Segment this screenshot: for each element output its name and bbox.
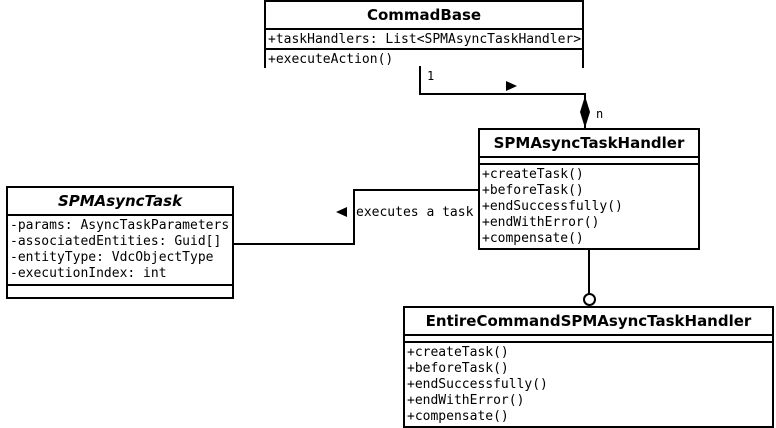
class-box-commad-base[interactable]: CommadBase +taskHandlers: List<SPMAsyncT… [264,0,584,70]
operation-row: +beforeTask() [482,183,584,198]
edge-segment-vertical [588,250,590,294]
edge-segment-horizontal [419,93,586,95]
edge-segment-horizontal [233,243,355,245]
realization-circle-icon [583,293,596,306]
edge-segment-vertical [353,189,355,245]
operation-row: +compensate() [407,409,509,424]
operation-row: +createTask() [407,345,509,360]
class-operations-spm-async-task-handler: +createTask() +beforeTask() +endSuccessf… [480,165,698,248]
arrow-right-icon [506,81,517,91]
class-operations-spm-async-task [8,286,232,293]
class-title-commad-base: CommadBase [266,2,582,30]
class-operations-entire-command-spm-async-task-handler: +createTask() +beforeTask() +endSuccessf… [405,343,772,426]
class-attributes-spm-async-task: -params: AsyncTaskParameters -associated… [8,216,232,286]
operation-row: +endSuccessfully() [482,199,623,214]
operation-row: +endSuccessfully() [407,377,548,392]
class-box-spm-async-task[interactable]: SPMAsyncTask -params: AsyncTaskParameter… [6,186,234,299]
attribute-row: -associatedEntities: Guid[] [10,234,222,249]
class-box-entire-command-spm-async-task-handler[interactable]: EntireCommandSPMAsyncTaskHandler +create… [403,306,774,428]
attribute-row: +taskHandlers: List<SPMAsyncTaskHandler> [268,32,582,47]
operation-row: +endWithError() [407,393,525,408]
class-attributes-spm-async-task-handler [480,158,698,165]
attribute-row: -params: AsyncTaskParameters [10,218,230,233]
operation-row: +beforeTask() [407,361,509,376]
multiplicity-label-target: n [596,107,604,121]
attribute-row: -executionIndex: int [10,266,167,281]
attribute-row: -entityType: VdcObjectType [10,250,214,265]
association-label: executes a task [356,205,474,220]
edge-segment-vertical [419,66,421,95]
class-attributes-commad-base: +taskHandlers: List<SPMAsyncTaskHandler> [266,30,582,50]
multiplicity-label-source: 1 [427,69,435,83]
operation-row: +createTask() [482,167,584,182]
class-attributes-entire-command-spm-async-task-handler [405,336,772,343]
class-box-spm-async-task-handler[interactable]: SPMAsyncTaskHandler +createTask() +befor… [478,128,700,250]
composition-diamond-icon [580,96,590,128]
class-title-spm-async-task: SPMAsyncTask [8,188,232,216]
class-operations-commad-base: +executeAction() [266,50,582,70]
class-title-spm-async-task-handler: SPMAsyncTaskHandler [480,130,698,158]
operation-row: +executeAction() [268,52,394,67]
edge-segment-horizontal [353,189,480,191]
arrow-left-icon [336,207,347,217]
operation-row: +endWithError() [482,215,600,230]
class-title-entire-command-spm-async-task-handler: EntireCommandSPMAsyncTaskHandler [405,308,772,336]
operation-row: +compensate() [482,231,584,246]
